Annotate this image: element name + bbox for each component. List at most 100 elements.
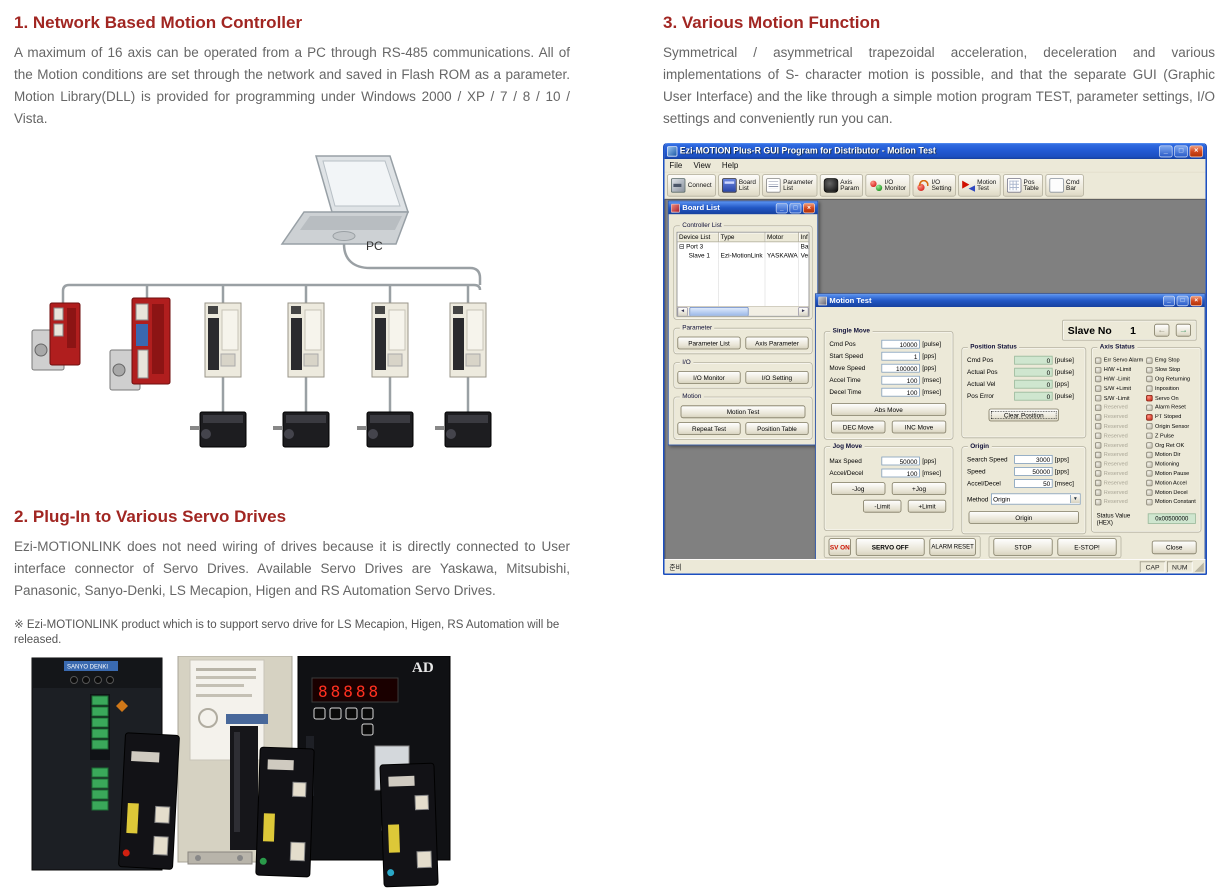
status-field: 0 [1014, 367, 1053, 377]
status-field: 0 [1014, 391, 1053, 401]
close-button[interactable] [1190, 295, 1203, 306]
table-header[interactable]: Device List Type Motor Inf [677, 232, 809, 243]
app-icon [667, 145, 678, 157]
sv-on-button[interactable]: SV ON [828, 538, 851, 556]
field-input[interactable]: 100 [881, 468, 920, 478]
field-input[interactable]: 50000 [881, 456, 920, 466]
dec-move-button[interactable]: DEC Move [831, 420, 886, 434]
status-led [1095, 413, 1102, 421]
parameter-group: Parameter Parameter List Axis Parameter [673, 323, 813, 355]
gui-screenshot: Ezi-MOTION Plus-R GUI Program for Distri… [663, 143, 1208, 575]
io-monitor-button[interactable]: I/O Monitor [677, 371, 741, 384]
axis-parameter-button[interactable]: Axis Parameter [745, 336, 809, 350]
limit-plus-button[interactable]: +Limit [907, 499, 947, 513]
scrollbar-thumb[interactable] [689, 307, 749, 316]
status-led [1146, 451, 1153, 459]
status-led [1146, 385, 1153, 393]
minimize-button[interactable] [775, 202, 788, 213]
controller-table[interactable]: Device List Type Motor Inf ⊟ Port 3 Ba [676, 231, 810, 317]
alarm-reset-button[interactable]: ALARM RESET [929, 538, 976, 556]
motion-test-button[interactable]: Motion Test [680, 405, 806, 419]
scroll-right-arrow[interactable] [798, 307, 809, 316]
abs-move-button[interactable]: Abs Move [831, 403, 947, 416]
menu-file[interactable]: File [669, 161, 683, 170]
close-button[interactable] [803, 202, 815, 213]
field-input[interactable]: 10000 [881, 339, 920, 349]
axis-status-row: H/W -Limit [1095, 375, 1146, 384]
method-dropdown[interactable]: Origin [990, 493, 1081, 505]
pos-table-icon [1006, 178, 1022, 193]
board-list-titlebar[interactable]: Board List [668, 201, 818, 215]
field-input[interactable]: 100 [881, 387, 920, 397]
servo-off-button[interactable]: SERVO OFF [855, 538, 925, 556]
tree-expand-icon[interactable]: ⊟ [679, 243, 685, 251]
e-stop-button[interactable]: E-STOP! [1057, 538, 1117, 556]
status-led [1095, 451, 1102, 459]
app-titlebar[interactable]: Ezi-MOTION Plus-R GUI Program for Distri… [664, 143, 1206, 159]
inc-move-button[interactable]: INC Move [891, 420, 947, 434]
scroll-left-arrow[interactable] [677, 307, 688, 316]
maximize-button[interactable] [1174, 145, 1188, 157]
horizontal-scrollbar[interactable] [677, 306, 809, 316]
board-list-title: Board List [682, 203, 720, 213]
field-input[interactable]: 50 [1014, 479, 1053, 488]
maximize-button[interactable] [1176, 295, 1189, 306]
motion-test-titlebar[interactable]: Motion Test [815, 294, 1205, 307]
status-led [1146, 470, 1153, 477]
minimize-button[interactable] [1159, 145, 1173, 157]
controller-list-label: Controller List [679, 221, 725, 230]
field-input[interactable]: 3000 [1014, 455, 1053, 464]
axis-status-row: Motioning [1146, 460, 1197, 469]
table-row[interactable]: Slave 1 Ezi-MotionLink YASKAWA Ver [677, 251, 809, 260]
status-led [1146, 366, 1153, 374]
menu-view[interactable]: View [693, 161, 711, 170]
slave-prev-button[interactable]: ← [1154, 323, 1170, 337]
slave-next-button[interactable]: → [1175, 323, 1191, 337]
motionlink-module-3 [379, 762, 439, 888]
jog-plus-button[interactable]: +Jog [891, 482, 947, 495]
position-table-button[interactable]: Position Table [745, 422, 809, 435]
motion-test-window: Motion Test Slave No 1 ← → [815, 293, 1206, 559]
close-button[interactable] [1189, 145, 1203, 157]
servo-button-box: SV ON SERVO OFF ALARM RESET [823, 535, 981, 559]
repeat-test-button[interactable]: Repeat Test [677, 422, 741, 435]
table-row[interactable]: ⊟ Port 3 Bau [677, 242, 809, 251]
field-input[interactable]: 50000 [1014, 467, 1053, 476]
menu-help[interactable]: Help [721, 161, 739, 170]
field-input[interactable]: 100 [881, 375, 920, 385]
maximize-button[interactable] [789, 202, 802, 213]
motionlink-module-2 [255, 746, 315, 878]
app-window: Ezi-MOTION Plus-R GUI Program for Distri… [663, 143, 1207, 575]
axis-status-row: Emg Stop [1146, 356, 1197, 365]
svg-text:AD: AD [412, 660, 434, 676]
close-window-button[interactable]: Close [1151, 540, 1197, 555]
field-input[interactable]: 100000 [881, 363, 920, 373]
status-bar: 준비 CAP NUM [664, 559, 1206, 574]
chevron-down-icon[interactable] [1070, 495, 1080, 503]
stop-button[interactable]: STOP [993, 538, 1053, 556]
connect-icon [671, 178, 686, 193]
field-input[interactable]: 1 [881, 351, 920, 361]
limit-minus-button[interactable]: -Limit [863, 499, 902, 513]
resize-grip[interactable] [1194, 561, 1204, 572]
jog-minus-button[interactable]: -Jog [831, 482, 886, 495]
position-status-group: Position Status Cmd Pos 0 [pulse] [961, 343, 1087, 439]
clear-position-button[interactable]: Clear Position [988, 408, 1059, 422]
minimize-button[interactable] [1163, 295, 1175, 306]
axis-status-row: PT Stoped [1146, 412, 1197, 421]
axis-status-row: Reserved [1095, 478, 1146, 487]
parameter-list-button[interactable]: Parameter List [677, 336, 741, 350]
axis-status-row: Err Servo Alarm [1095, 356, 1146, 365]
toolbar-connect-button[interactable]: Connect [667, 174, 716, 197]
io-setting-button[interactable]: I/O Setting [745, 371, 809, 384]
origin-button[interactable]: Origin [968, 511, 1079, 524]
